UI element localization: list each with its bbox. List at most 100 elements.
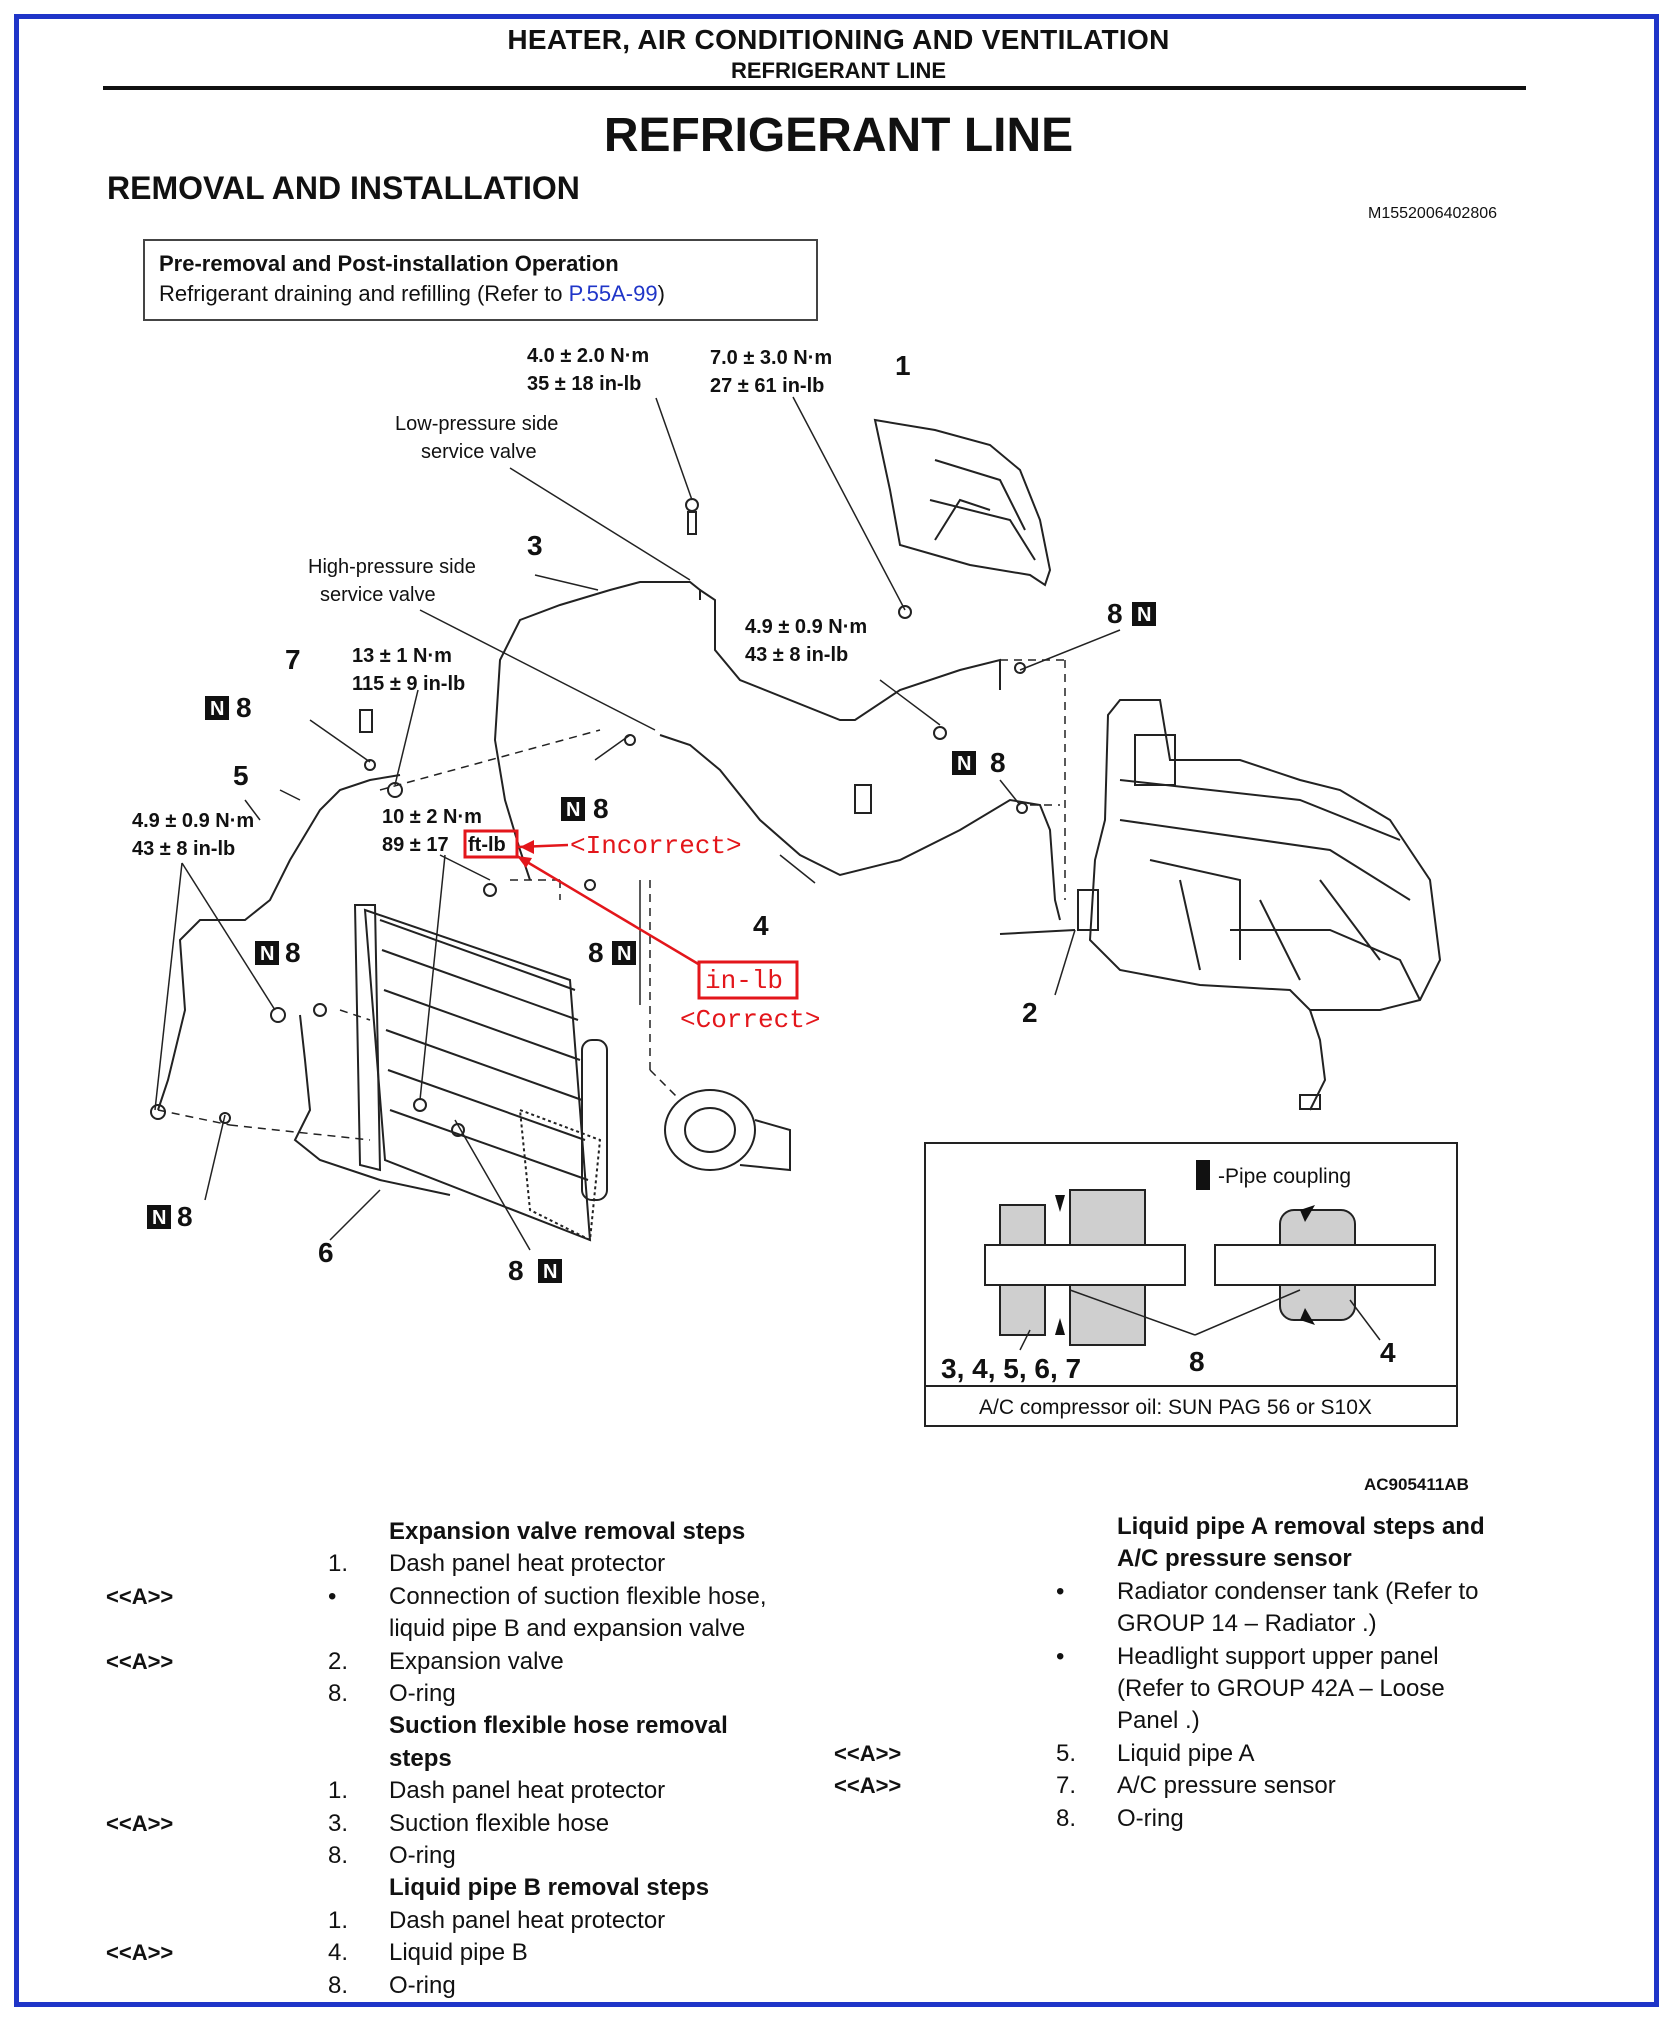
step-text: Dash panel heat protector xyxy=(389,1906,666,1934)
pre-removal-heading: Pre-removal and Post-installation Operat… xyxy=(159,251,619,276)
header-rule xyxy=(103,86,1526,90)
part-2-label: 2 xyxy=(1022,997,1038,1028)
step-text: Dash panel heat protector xyxy=(389,1777,666,1805)
step-number: • xyxy=(328,1582,337,1610)
step-number: 4. xyxy=(328,1939,349,1967)
liquid-pipe-a-line xyxy=(157,774,401,1111)
liquid-pipe-b-line xyxy=(659,734,1061,921)
n-badges: N N N N N N N N xyxy=(147,602,1156,1283)
step-group-heading: Liquid pipe B removal steps xyxy=(389,1874,710,1902)
pipe-coupling-inset: -Pipe coupling 3, 4, 5, 6, 7 8 4 A/C com… xyxy=(924,1142,1458,1427)
n-badge-icon: N xyxy=(152,1207,166,1229)
heater-unit-illustration xyxy=(999,699,1442,1111)
pre-removal-text-end: ) xyxy=(657,281,665,306)
step-text: liquid pipe B and expansion valve xyxy=(389,1615,746,1643)
step-text: Suction flexible hose xyxy=(389,1809,610,1837)
step-group-heading: Expansion valve removal steps xyxy=(389,1518,746,1545)
step-text: Panel .) xyxy=(1117,1707,1200,1735)
part-7-label: 7 xyxy=(285,644,301,675)
step-reference-mark: <<A>> xyxy=(106,1810,174,1836)
part-8-label-center-low: 8 xyxy=(588,937,604,968)
step-number: 2. xyxy=(328,1647,349,1675)
torque-f-value: 89 ± 17 xyxy=(382,834,449,856)
heat-protector-illustration xyxy=(873,418,1052,587)
part-8-label-center: 8 xyxy=(593,793,609,824)
document-id: M1552006402806 xyxy=(1368,205,1498,222)
step-text: Headlight support upper panel xyxy=(1117,1642,1439,1670)
step-text: O-ring xyxy=(389,1842,456,1869)
step-number: 7. xyxy=(1056,1772,1077,1800)
part-5-label: 5 xyxy=(233,760,249,791)
section-subtitle: REMOVAL AND INSTALLATION xyxy=(107,170,580,206)
n-badge-icon: N xyxy=(543,1261,557,1283)
step-text: O-ring xyxy=(389,1680,456,1707)
part-8-label-top-right: 8 xyxy=(1107,598,1123,629)
torque-d-inlb: 43 ± 8 in-lb xyxy=(745,644,848,666)
torque-f-unit-incorrect: ft-lb xyxy=(468,834,506,856)
fitting-parts xyxy=(150,498,1028,1137)
part-8-label-left-top: 8 xyxy=(236,692,252,723)
inset-label-left: 3, 4, 5, 6, 7 xyxy=(941,1353,1081,1384)
correct-unit-note: in-lb xyxy=(705,966,783,996)
inset-oil-note: A/C compressor oil: SUN PAG 56 or S10X xyxy=(979,1396,1372,1419)
step-text: O-ring xyxy=(1117,1804,1184,1832)
n-badge-icon: N xyxy=(210,698,224,720)
reference-link[interactable]: P.55A-99 xyxy=(568,281,658,306)
step-text: A/C pressure sensor xyxy=(1117,1772,1336,1800)
part-8-label-right-mid: 8 xyxy=(990,747,1006,778)
step-number: 1. xyxy=(328,1906,349,1934)
page-frame xyxy=(14,14,1659,2007)
pipe-coupling-icon xyxy=(1196,1160,1210,1190)
pre-removal-box: Pre-removal and Post-installation Operat… xyxy=(143,239,818,321)
condenser-illustration xyxy=(353,904,608,1242)
step-number: 5. xyxy=(1056,1739,1077,1767)
step-text: O-ring xyxy=(389,1971,456,1999)
high-valve-label-1: High-pressure side xyxy=(308,556,476,578)
torque-c-nm: 13 ± 1 N·m xyxy=(352,645,452,667)
torque-e-inlb: 43 ± 8 in-lb xyxy=(132,838,235,860)
step-group-heading: Suction flexible hose removal xyxy=(389,1712,728,1740)
step-text: (Refer to GROUP 42A – Loose xyxy=(1117,1675,1445,1702)
part-8-label-bottom: 8 xyxy=(508,1255,524,1286)
torque-c-inlb: 115 ± 9 in-lb xyxy=(352,673,465,695)
torque-e-nm: 4.9 ± 0.9 N·m xyxy=(132,810,254,832)
step-text: Dash panel heat protector xyxy=(389,1550,666,1578)
figure-id: AC905411AB xyxy=(1364,1475,1469,1494)
step-text: Expansion valve xyxy=(389,1647,564,1675)
page-title: REFRIGERANT LINE xyxy=(603,109,1074,162)
step-reference-mark: <<A>> xyxy=(834,1773,902,1799)
step-number: • xyxy=(1056,1642,1065,1670)
suction-hose-line xyxy=(493,581,701,881)
compressor-illustration xyxy=(664,1089,791,1172)
hose-6-line xyxy=(293,1014,451,1196)
incorrect-note: <Incorrect> xyxy=(570,831,742,861)
low-valve-label-1: Low-pressure side xyxy=(395,413,558,435)
pre-removal-text-start: Refrigerant draining and refilling (Refe… xyxy=(159,281,569,306)
step-number: 3. xyxy=(328,1809,349,1837)
subsection-header: REFRIGERANT LINE xyxy=(730,58,947,83)
section-header: HEATER, AIR CONDITIONING AND VENTILATION xyxy=(507,24,1170,55)
step-text: Liquid pipe A xyxy=(1117,1739,1255,1767)
step-reference-mark: <<A>> xyxy=(834,1740,902,1766)
part-4-label: 4 xyxy=(753,910,769,941)
high-valve-label-2: service valve xyxy=(320,584,436,606)
step-number: • xyxy=(1056,1577,1065,1605)
n-badge-icon: N xyxy=(1137,604,1151,626)
step-number: 8. xyxy=(328,1842,349,1869)
unit-correction-annotation: <Incorrect> in-lb <Correct> xyxy=(463,829,820,1035)
part-8-label-left-bottom: 8 xyxy=(177,1201,193,1232)
part-6-label: 6 xyxy=(318,1237,334,1268)
step-number: 1. xyxy=(328,1777,349,1805)
step-number: 1. xyxy=(328,1550,349,1578)
n-badge-icon: N xyxy=(617,943,631,965)
step-group-heading: steps xyxy=(389,1744,452,1772)
part-8-label-left-mid: 8 xyxy=(285,937,301,968)
torque-b-nm: 7.0 ± 3.0 N·m xyxy=(710,347,832,369)
step-number: 8. xyxy=(328,1680,349,1707)
step-text: Radiator condenser tank (Refer to xyxy=(1117,1577,1479,1605)
torque-f-nm: 10 ± 2 N·m xyxy=(382,806,482,828)
n-badge-icon: N xyxy=(566,799,580,821)
inset-label-mid: 8 xyxy=(1189,1346,1205,1377)
step-text: Connection of suction flexible hose, xyxy=(389,1582,767,1610)
